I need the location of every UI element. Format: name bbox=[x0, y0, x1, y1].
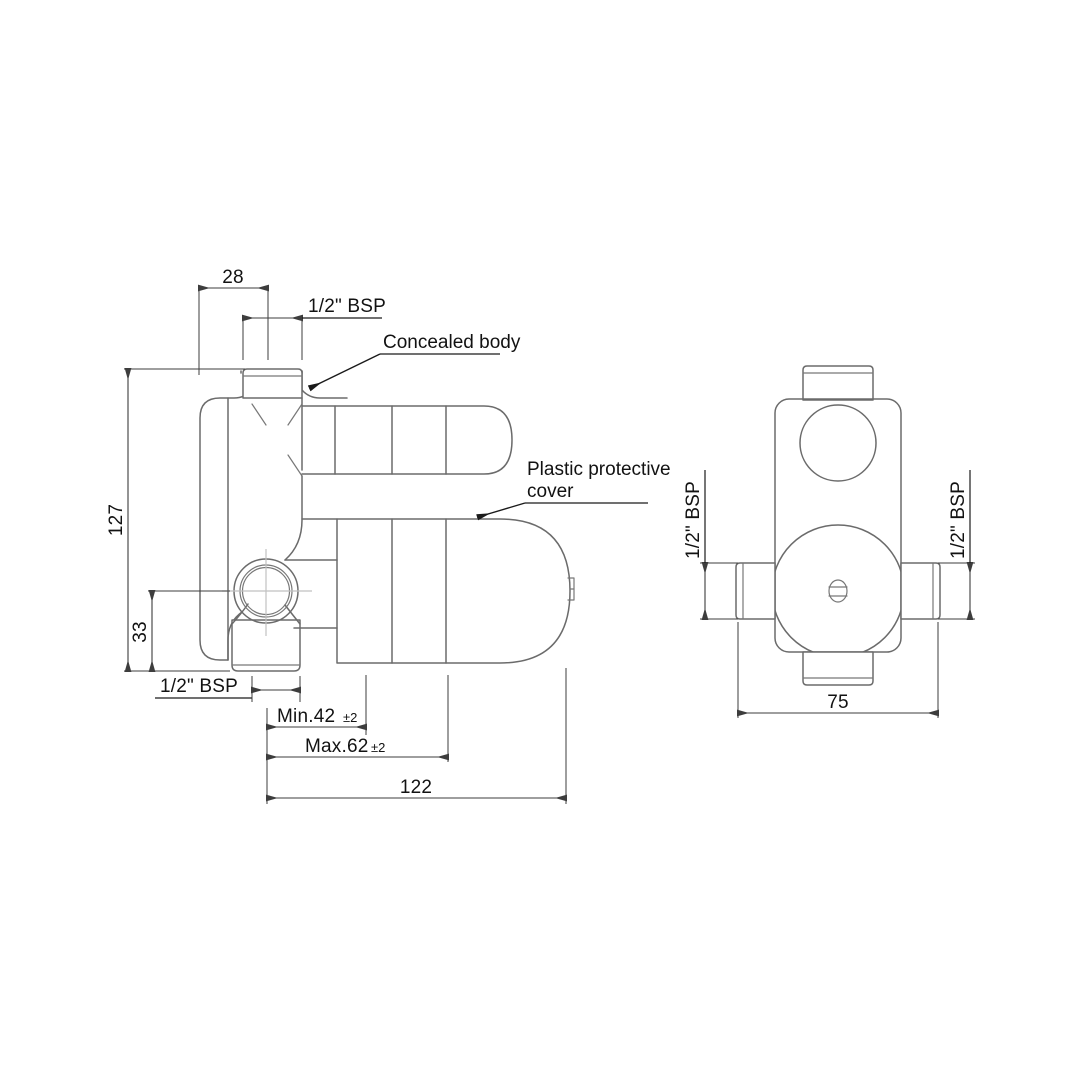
front-left-port bbox=[735, 562, 776, 620]
plastic-cover-outline bbox=[336, 518, 571, 664]
side-view-callouts: Concealed body Plastic protective cover bbox=[307, 332, 671, 521]
body-left-barrel-outline bbox=[199, 397, 229, 661]
neck-chamfer-right bbox=[287, 403, 303, 426]
dim-label-max62: Max.62 bbox=[305, 736, 369, 757]
callout-label-concealed-body: Concealed body bbox=[383, 332, 521, 353]
dim-label-127: 127 bbox=[106, 504, 127, 536]
front-cover-circle bbox=[771, 524, 905, 658]
body-right-wall-lower bbox=[284, 475, 303, 561]
side-view-group bbox=[199, 368, 575, 672]
bottom-spigot-fillet-left bbox=[231, 603, 249, 625]
body-left-lower-transition bbox=[227, 611, 243, 661]
neck-chamfer-left bbox=[251, 403, 267, 426]
top-spigot-body bbox=[242, 368, 303, 399]
dim-tolerance-max62: ±2 bbox=[371, 740, 385, 755]
dim-label-122: 122 bbox=[400, 777, 432, 798]
dim-label-bottom-bsp: 1/2" BSP bbox=[160, 676, 238, 697]
callout-leader-concealed-body bbox=[307, 353, 381, 392]
neck-chamfer-lower bbox=[287, 454, 303, 477]
dim-label-75: 75 bbox=[827, 692, 849, 713]
dim-label-top-bsp: 1/2" BSP bbox=[308, 296, 386, 317]
callout-label-plastic-cover-line2: cover bbox=[527, 481, 574, 502]
bottom-spigot-body bbox=[231, 619, 301, 672]
dim-tolerance-min42: ±2 bbox=[343, 710, 357, 725]
dim-label-28: 28 bbox=[222, 267, 244, 288]
dim-label-min42: Min.42 bbox=[277, 706, 335, 727]
dim-label-33: 33 bbox=[130, 621, 151, 643]
dim-label-right-bsp: 1/2" BSP bbox=[948, 481, 969, 559]
front-right-port bbox=[900, 562, 941, 620]
callout-label-plastic-cover-line1: Plastic protective bbox=[527, 459, 671, 480]
front-screw-head bbox=[828, 579, 848, 603]
side-view-dimensions: 28 1/2" BSP 127 33 1/2" BSP Min.42 ±2 Ma… bbox=[106, 267, 567, 804]
dim-label-left-bsp: 1/2" BSP bbox=[683, 481, 704, 559]
upper-handle-outline bbox=[301, 405, 513, 475]
front-top-spigot bbox=[802, 365, 874, 401]
front-upper-circle bbox=[799, 404, 877, 482]
callout-leader-plastic-cover bbox=[476, 502, 526, 521]
front-view-group bbox=[735, 365, 941, 686]
front-bottom-spigot bbox=[802, 651, 874, 686]
front-view-dimensions: 1/2" BSP 1/2" BSP 75 bbox=[683, 470, 975, 718]
